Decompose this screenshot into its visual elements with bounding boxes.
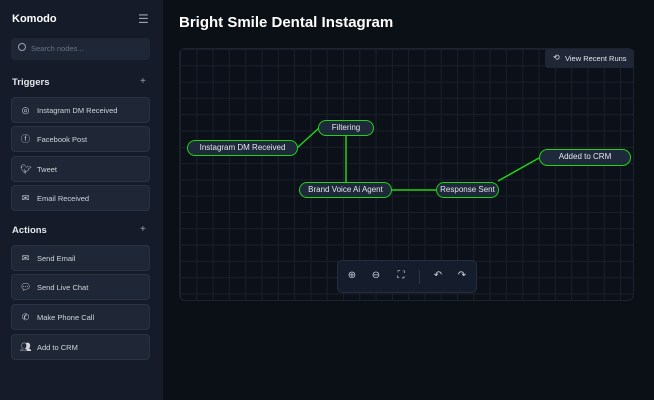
undo-icon[interactable]: ↶: [433, 270, 443, 281]
node-brand-voice-ai-agent[interactable]: Brand Voice Ai Agent: [299, 182, 392, 198]
search-input[interactable]: Search nodes...: [11, 38, 150, 60]
item-label: Facebook Post: [37, 135, 88, 144]
sidebar-item-send-live-chat[interactable]: 💬︎ Send Live Chat: [11, 274, 150, 300]
triggers-heading: Triggers: [12, 77, 50, 88]
mail-icon: ✉: [21, 193, 30, 203]
item-label: Instagram DM Received: [37, 106, 118, 115]
menu-icon[interactable]: ☰: [138, 12, 149, 26]
chat-icon: 💬︎: [20, 282, 32, 292]
workflow-canvas[interactable]: [179, 48, 634, 301]
view-recent-runs-button[interactable]: ⟲ View Recent Runs: [545, 49, 634, 68]
sidebar-item-tweet[interactable]: 🐦︎ Tweet: [11, 156, 150, 182]
add-trigger-button[interactable]: +: [140, 76, 146, 87]
zoom-out-icon[interactable]: ⊖: [371, 270, 381, 281]
item-label: Tweet: [37, 165, 58, 174]
button-label: View Recent Runs: [565, 54, 627, 63]
edge-instagram-filtering: [296, 127, 320, 149]
node-instagram-dm-received[interactable]: Instagram DM Received: [187, 140, 298, 156]
phone-icon: ✆: [21, 312, 30, 322]
item-label: Add to CRM: [37, 343, 78, 352]
add-action-button[interactable]: +: [140, 224, 146, 235]
item-label: Email Received: [37, 194, 90, 203]
fit-view-icon[interactable]: ⛶: [397, 270, 405, 281]
twitter-icon: 🐦︎: [20, 164, 32, 174]
actions-heading: Actions: [12, 225, 47, 236]
app-brand: Komodo: [12, 13, 57, 25]
item-label: Make Phone Call: [37, 313, 95, 322]
item-label: Send Email: [37, 254, 76, 263]
item-label: Send Live Chat: [37, 283, 89, 292]
facebook-icon: ⓕ: [20, 134, 30, 144]
history-icon: ⟲: [553, 53, 560, 62]
sidebar-item-add-to-crm[interactable]: 👥︎ Add to CRM: [11, 334, 150, 360]
page-title: Bright Smile Dental Instagram: [179, 14, 394, 31]
edge-response-crm: [497, 157, 540, 182]
sidebar-item-instagram-dm[interactable]: ◎ Instagram DM Received: [11, 97, 150, 123]
search-placeholder: Search nodes...: [31, 44, 84, 53]
redo-icon[interactable]: ↷: [457, 270, 467, 281]
zoom-in-icon[interactable]: ⊕: [347, 270, 357, 281]
mail-icon: ✉: [21, 253, 30, 263]
canvas-toolbar: ⊕ ⊖ ⛶ ↶ ↷: [337, 260, 477, 293]
node-added-to-crm[interactable]: Added to CRM: [539, 149, 631, 166]
node-filtering[interactable]: Filtering: [318, 120, 374, 136]
search-icon: [18, 43, 26, 51]
instagram-icon: ◎: [21, 105, 30, 115]
sidebar-item-facebook-post[interactable]: ⓕ Facebook Post: [11, 126, 150, 152]
users-icon: 👥︎: [20, 342, 32, 352]
sidebar-item-make-phone-call[interactable]: ✆ Make Phone Call: [11, 304, 150, 330]
node-response-sent[interactable]: Response Sent: [436, 182, 499, 198]
sidebar-item-send-email[interactable]: ✉ Send Email: [11, 245, 150, 271]
sidebar-item-email-received[interactable]: ✉ Email Received: [11, 185, 150, 211]
sidebar: Komodo ☰ Search nodes... Triggers + ◎ Ins…: [0, 0, 163, 400]
toolbar-divider: [419, 270, 420, 284]
